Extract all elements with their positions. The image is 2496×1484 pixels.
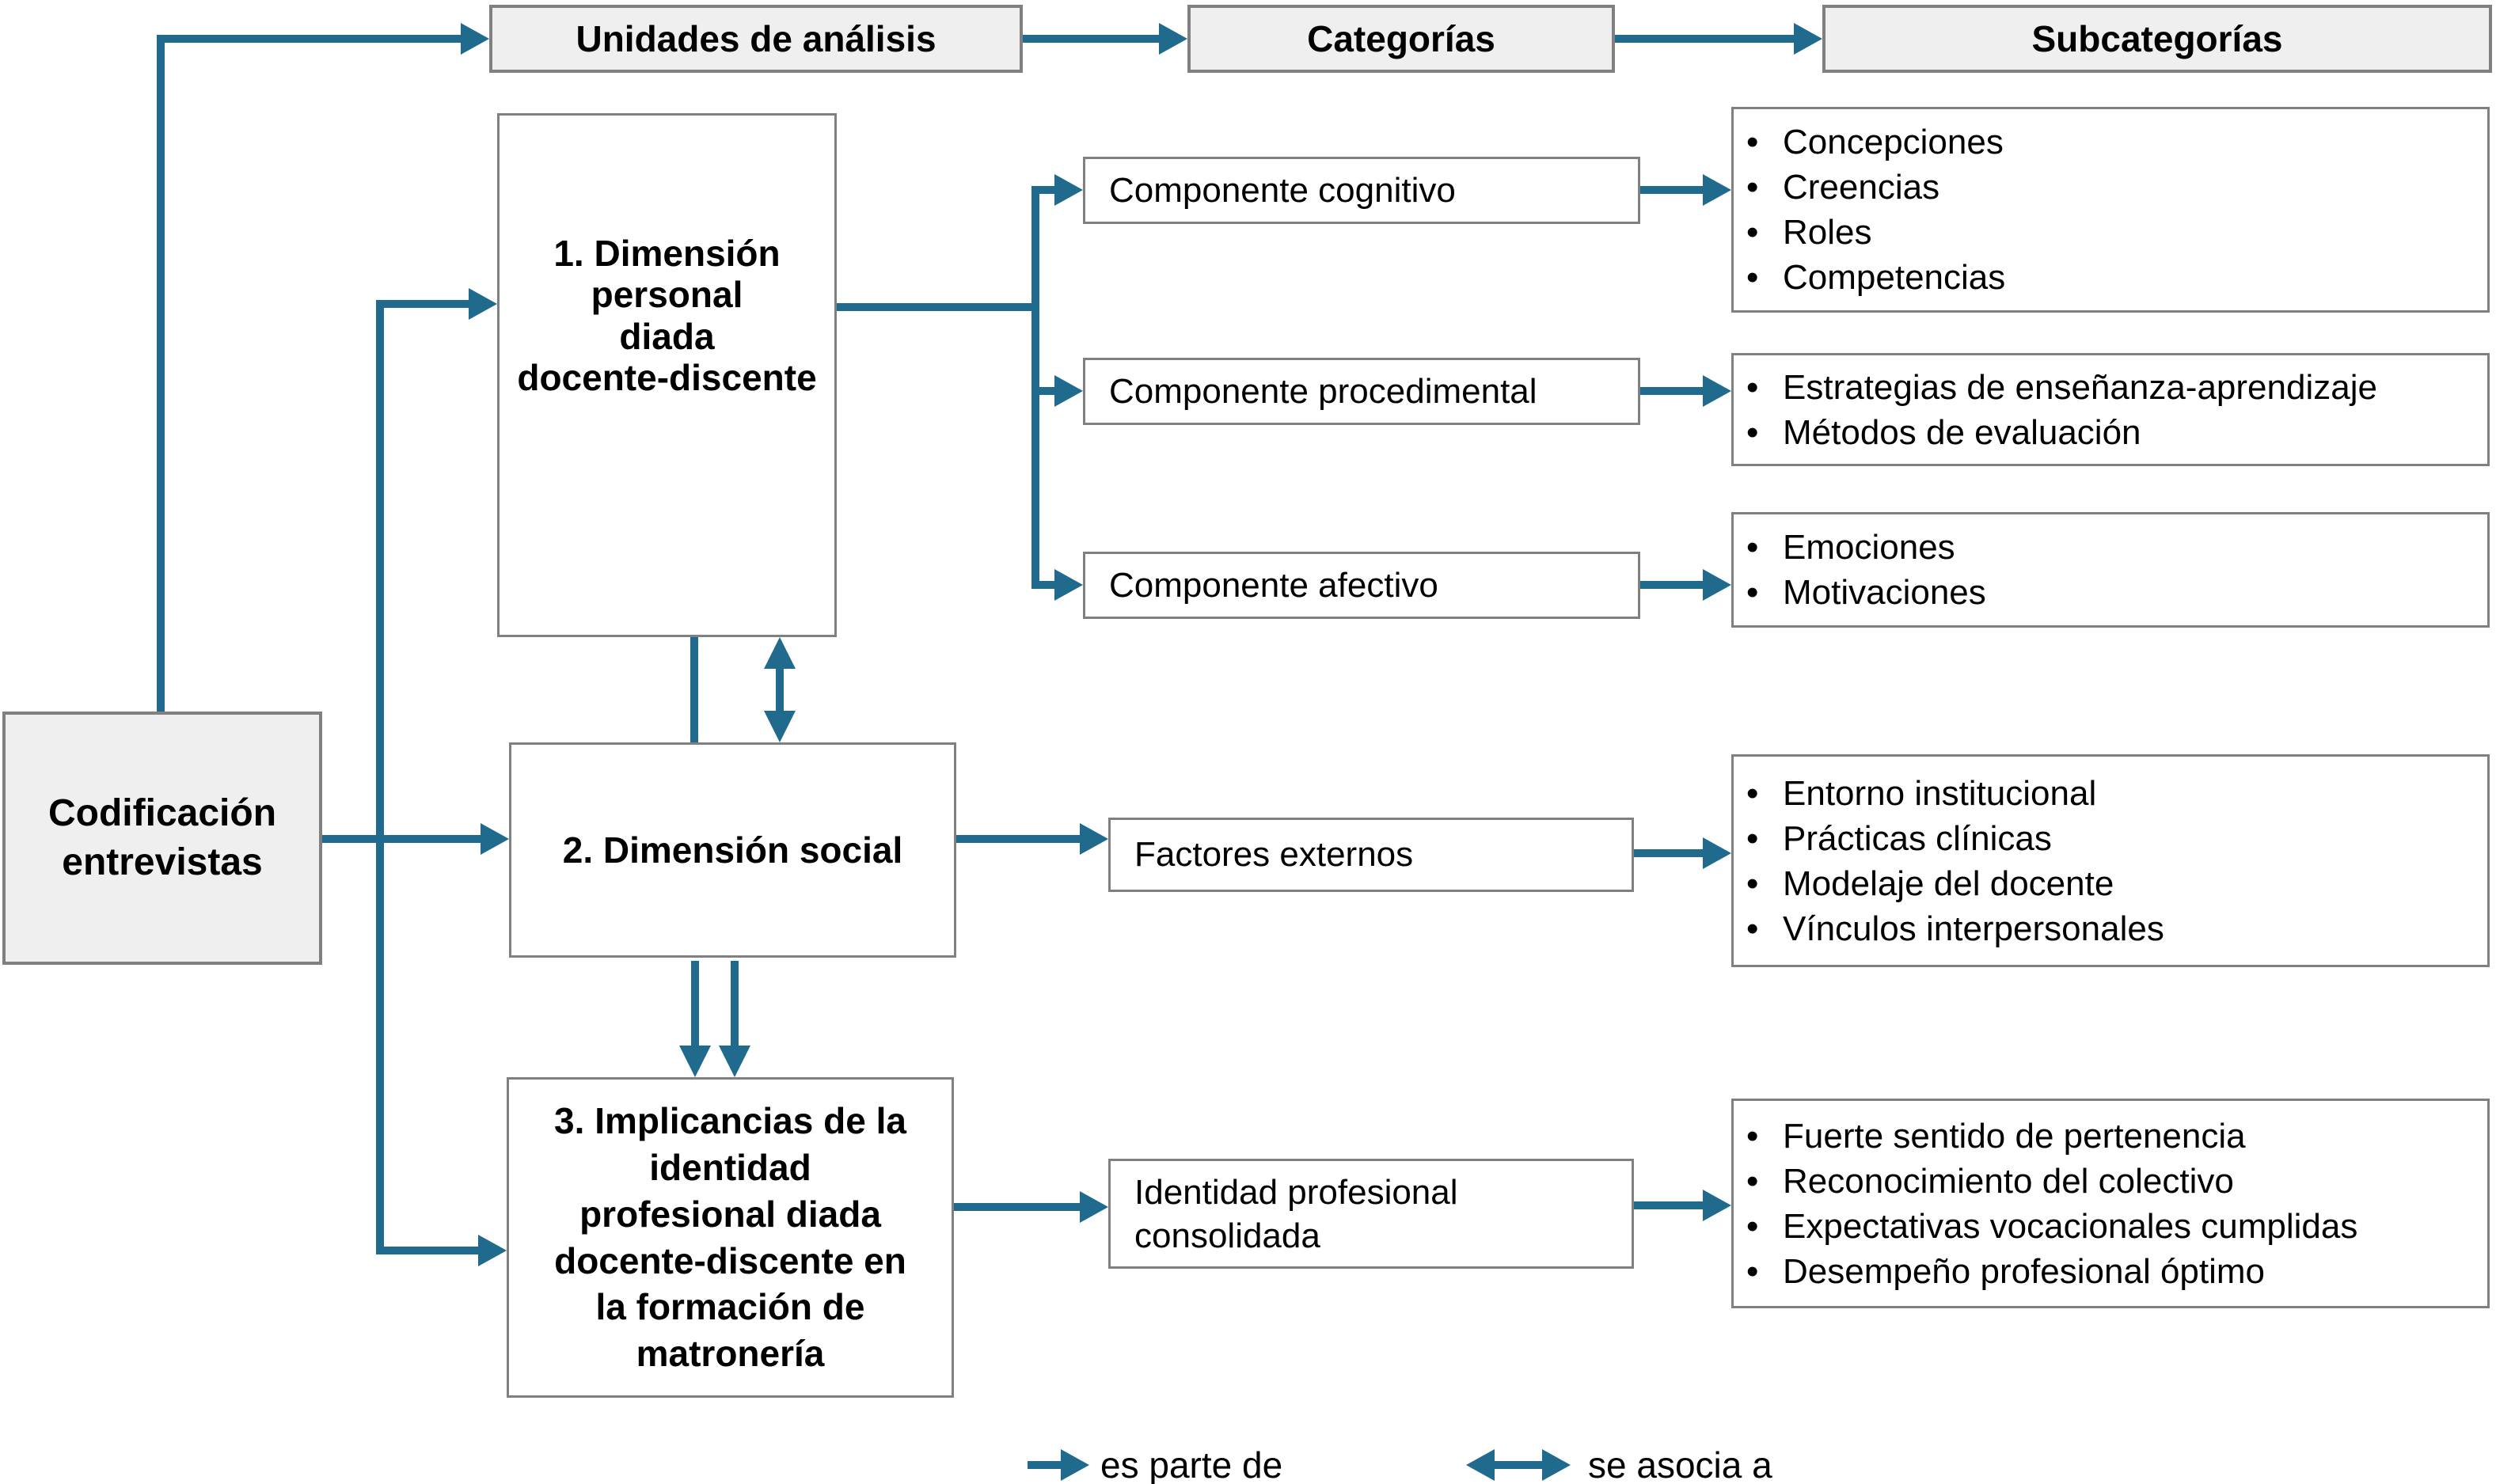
connector-dimension1-out-line	[837, 303, 1039, 311]
arrowhead-into-dimension2	[481, 823, 509, 855]
connector-source-up-line	[157, 35, 165, 712]
connector-into-dimension3-line	[380, 1247, 478, 1254]
node-category-cognitive: Componente cognitivo	[1083, 157, 1640, 224]
arrowhead-down-into-dimension3-left	[679, 1046, 711, 1077]
legend-associated-label: se asocia a	[1588, 1444, 1772, 1484]
connector-factors-to-sub-line	[1634, 849, 1703, 857]
subcategory-item: Estrategias de enseñanza-aprendizaje	[1746, 365, 2377, 410]
node-interview-coding: Codificación entrevistas	[2, 712, 322, 965]
legend-associated-arrowhead-left	[1466, 1449, 1495, 1481]
arrowhead-into-dimension3	[478, 1235, 507, 1266]
arrowhead-into-procedural	[1054, 375, 1083, 407]
arrowhead-into-identity	[1080, 1191, 1108, 1223]
node-category-consolidated-identity: Identidad profesional consolidada	[1108, 1159, 1634, 1269]
arrowhead-up-into-dimension1	[764, 637, 796, 669]
connector-dim2-dim3-right-shaft	[731, 961, 739, 1046]
connector-into-dimension2-line	[380, 835, 481, 843]
connector-dim1-dim2-association-shaft	[776, 667, 784, 712]
subcategory-item: Prácticas clínicas	[1746, 816, 2164, 861]
connector-dimension3-to-identity-line	[954, 1203, 1080, 1211]
arrowhead-down-into-dimension2	[764, 711, 796, 742]
arrowhead-into-sub-affective	[1703, 569, 1731, 601]
legend-part-of-arrowhead	[1061, 1449, 1089, 1481]
connector-units-to-categories-line	[1023, 35, 1159, 43]
connector-categories-to-subcategories-line	[1615, 35, 1794, 43]
subcategory-item: Roles	[1746, 210, 2005, 255]
subcategory-item: Fuerte sentido de pertenencia	[1746, 1114, 2357, 1159]
arrowhead-into-units-header	[461, 23, 489, 55]
connector-dimension2-to-factors-line	[956, 835, 1080, 843]
node-category-affective: Componente afectivo	[1083, 552, 1640, 619]
subcategory-list: Estrategias de enseñanza-aprendizajeMéto…	[1734, 365, 2377, 455]
arrowhead-into-dimension1	[469, 288, 497, 320]
connector-dim1-dim2-plain-line	[690, 637, 698, 742]
legend-associated-arrow-shaft	[1495, 1461, 1542, 1469]
subcategory-item: Motivaciones	[1746, 570, 1986, 615]
connector-source-to-units-line	[157, 35, 461, 43]
arrowhead-into-factors	[1080, 823, 1108, 855]
legend-part-of-arrow-shaft	[1028, 1461, 1061, 1469]
arrowhead-into-affective	[1054, 569, 1083, 601]
connector-procedural-to-sub-line	[1640, 387, 1703, 395]
subcategory-item: Desempeño profesional óptimo	[1746, 1249, 2357, 1294]
subcategory-item: Entorno institucional	[1746, 771, 2164, 816]
connector-affective-to-sub-line	[1640, 581, 1703, 589]
node-dimension-personal: 1. Dimensión personal diada docente-disc…	[497, 113, 837, 637]
subcategory-list: Entorno institucionalPrácticas clínicasM…	[1734, 771, 2164, 951]
connector-into-dimension1-line	[380, 300, 469, 308]
node-dimension-social: 2. Dimensión social	[509, 742, 956, 958]
subcategory-item: Competencias	[1746, 255, 2005, 300]
subcategory-list: ConcepcionesCreenciasRolesCompetencias	[1734, 120, 2005, 300]
subcategory-item: Modelaje del docente	[1746, 861, 2164, 906]
legend-associated-arrowhead-right	[1542, 1449, 1571, 1481]
node-dimension-implications: 3. Implicancias de la identidad profesio…	[507, 1077, 954, 1398]
arrowhead-into-subcategories-header	[1794, 23, 1822, 55]
header-categories: Categorías	[1187, 5, 1615, 73]
subcategory-list: EmocionesMotivaciones	[1734, 525, 1986, 615]
connector-identity-to-sub-line	[1634, 1201, 1703, 1209]
node-category-procedural: Componente procedimental	[1083, 358, 1640, 425]
subcategory-item: Métodos de evaluación	[1746, 410, 2377, 455]
node-subcategories-cognitive: ConcepcionesCreenciasRolesCompetencias	[1731, 107, 2490, 313]
arrowhead-into-sub-cognitive	[1703, 174, 1731, 206]
node-category-external-factors: Factores externos	[1108, 818, 1634, 892]
arrowhead-into-sub-identity	[1703, 1190, 1731, 1221]
subcategory-item: Expectativas vocacionales cumplidas	[1746, 1204, 2357, 1249]
node-subcategories-procedural: Estrategias de enseñanza-aprendizajeMéto…	[1731, 353, 2490, 466]
connector-into-cognitive-line	[1035, 186, 1054, 194]
connector-cognitive-to-sub-line	[1640, 186, 1703, 194]
connector-into-affective-line	[1035, 581, 1054, 589]
header-units-of-analysis: Unidades de análisis	[489, 5, 1023, 73]
arrowhead-into-cognitive	[1054, 174, 1083, 206]
connector-source-right-line	[322, 835, 380, 843]
node-subcategories-affective: EmocionesMotivaciones	[1731, 512, 2490, 628]
arrowhead-into-sub-procedural	[1703, 375, 1731, 407]
connector-branch-vertical	[376, 300, 384, 1254]
node-subcategories-identity: Fuerte sentido de pertenenciaReconocimie…	[1731, 1099, 2490, 1308]
subcategory-item: Reconocimiento del colectivo	[1746, 1159, 2357, 1204]
arrowhead-down-into-dimension3-right	[719, 1046, 750, 1077]
arrowhead-into-categories-header	[1159, 23, 1187, 55]
node-subcategories-external: Entorno institucionalPrácticas clínicasM…	[1731, 754, 2490, 967]
subcategory-item: Creencias	[1746, 165, 2005, 210]
legend-part-of-label: es parte de	[1100, 1444, 1283, 1484]
subcategory-item: Concepciones	[1746, 120, 2005, 165]
subcategory-item: Vínculos interpersonales	[1746, 906, 2164, 951]
subcategory-list: Fuerte sentido de pertenenciaReconocimie…	[1734, 1114, 2357, 1294]
subcategory-item: Emociones	[1746, 525, 1986, 570]
connector-dim2-dim3-left-shaft	[691, 961, 699, 1046]
arrowhead-into-sub-external	[1703, 837, 1731, 869]
connector-into-procedural-line	[1035, 387, 1054, 395]
header-subcategories: Subcategorías	[1822, 5, 2492, 73]
